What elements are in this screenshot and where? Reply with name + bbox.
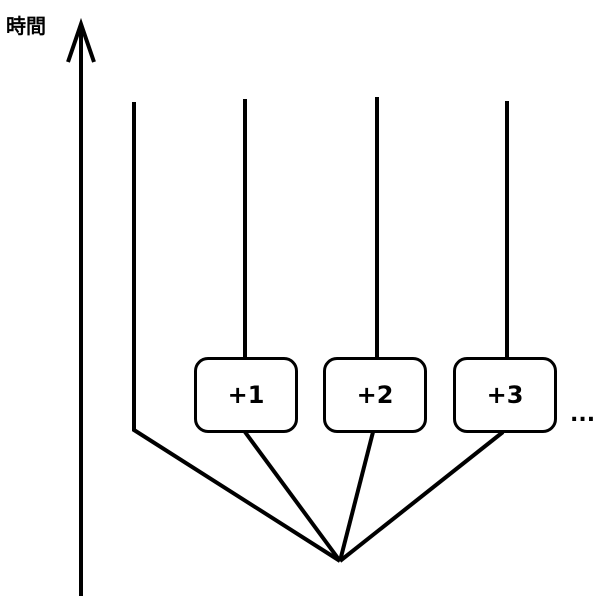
branch-line-3-lower (338, 430, 505, 563)
time-axis-arrowhead (66, 17, 96, 63)
branch-box-1-label: +1 (227, 381, 265, 409)
branch-box-2-label: +2 (356, 381, 394, 409)
branch-line-2-lower (338, 431, 375, 562)
continuation-ellipsis: ... (570, 402, 596, 427)
branch-line-1-lower (243, 430, 342, 563)
branch-box-3: +3 (453, 357, 557, 433)
branch-box-2: +2 (323, 357, 427, 433)
branch-box-1: +1 (194, 357, 298, 433)
branch-box-3-label: +3 (486, 381, 524, 409)
timeline-original (132, 102, 342, 563)
time-axis-label: 時間 (6, 14, 46, 38)
